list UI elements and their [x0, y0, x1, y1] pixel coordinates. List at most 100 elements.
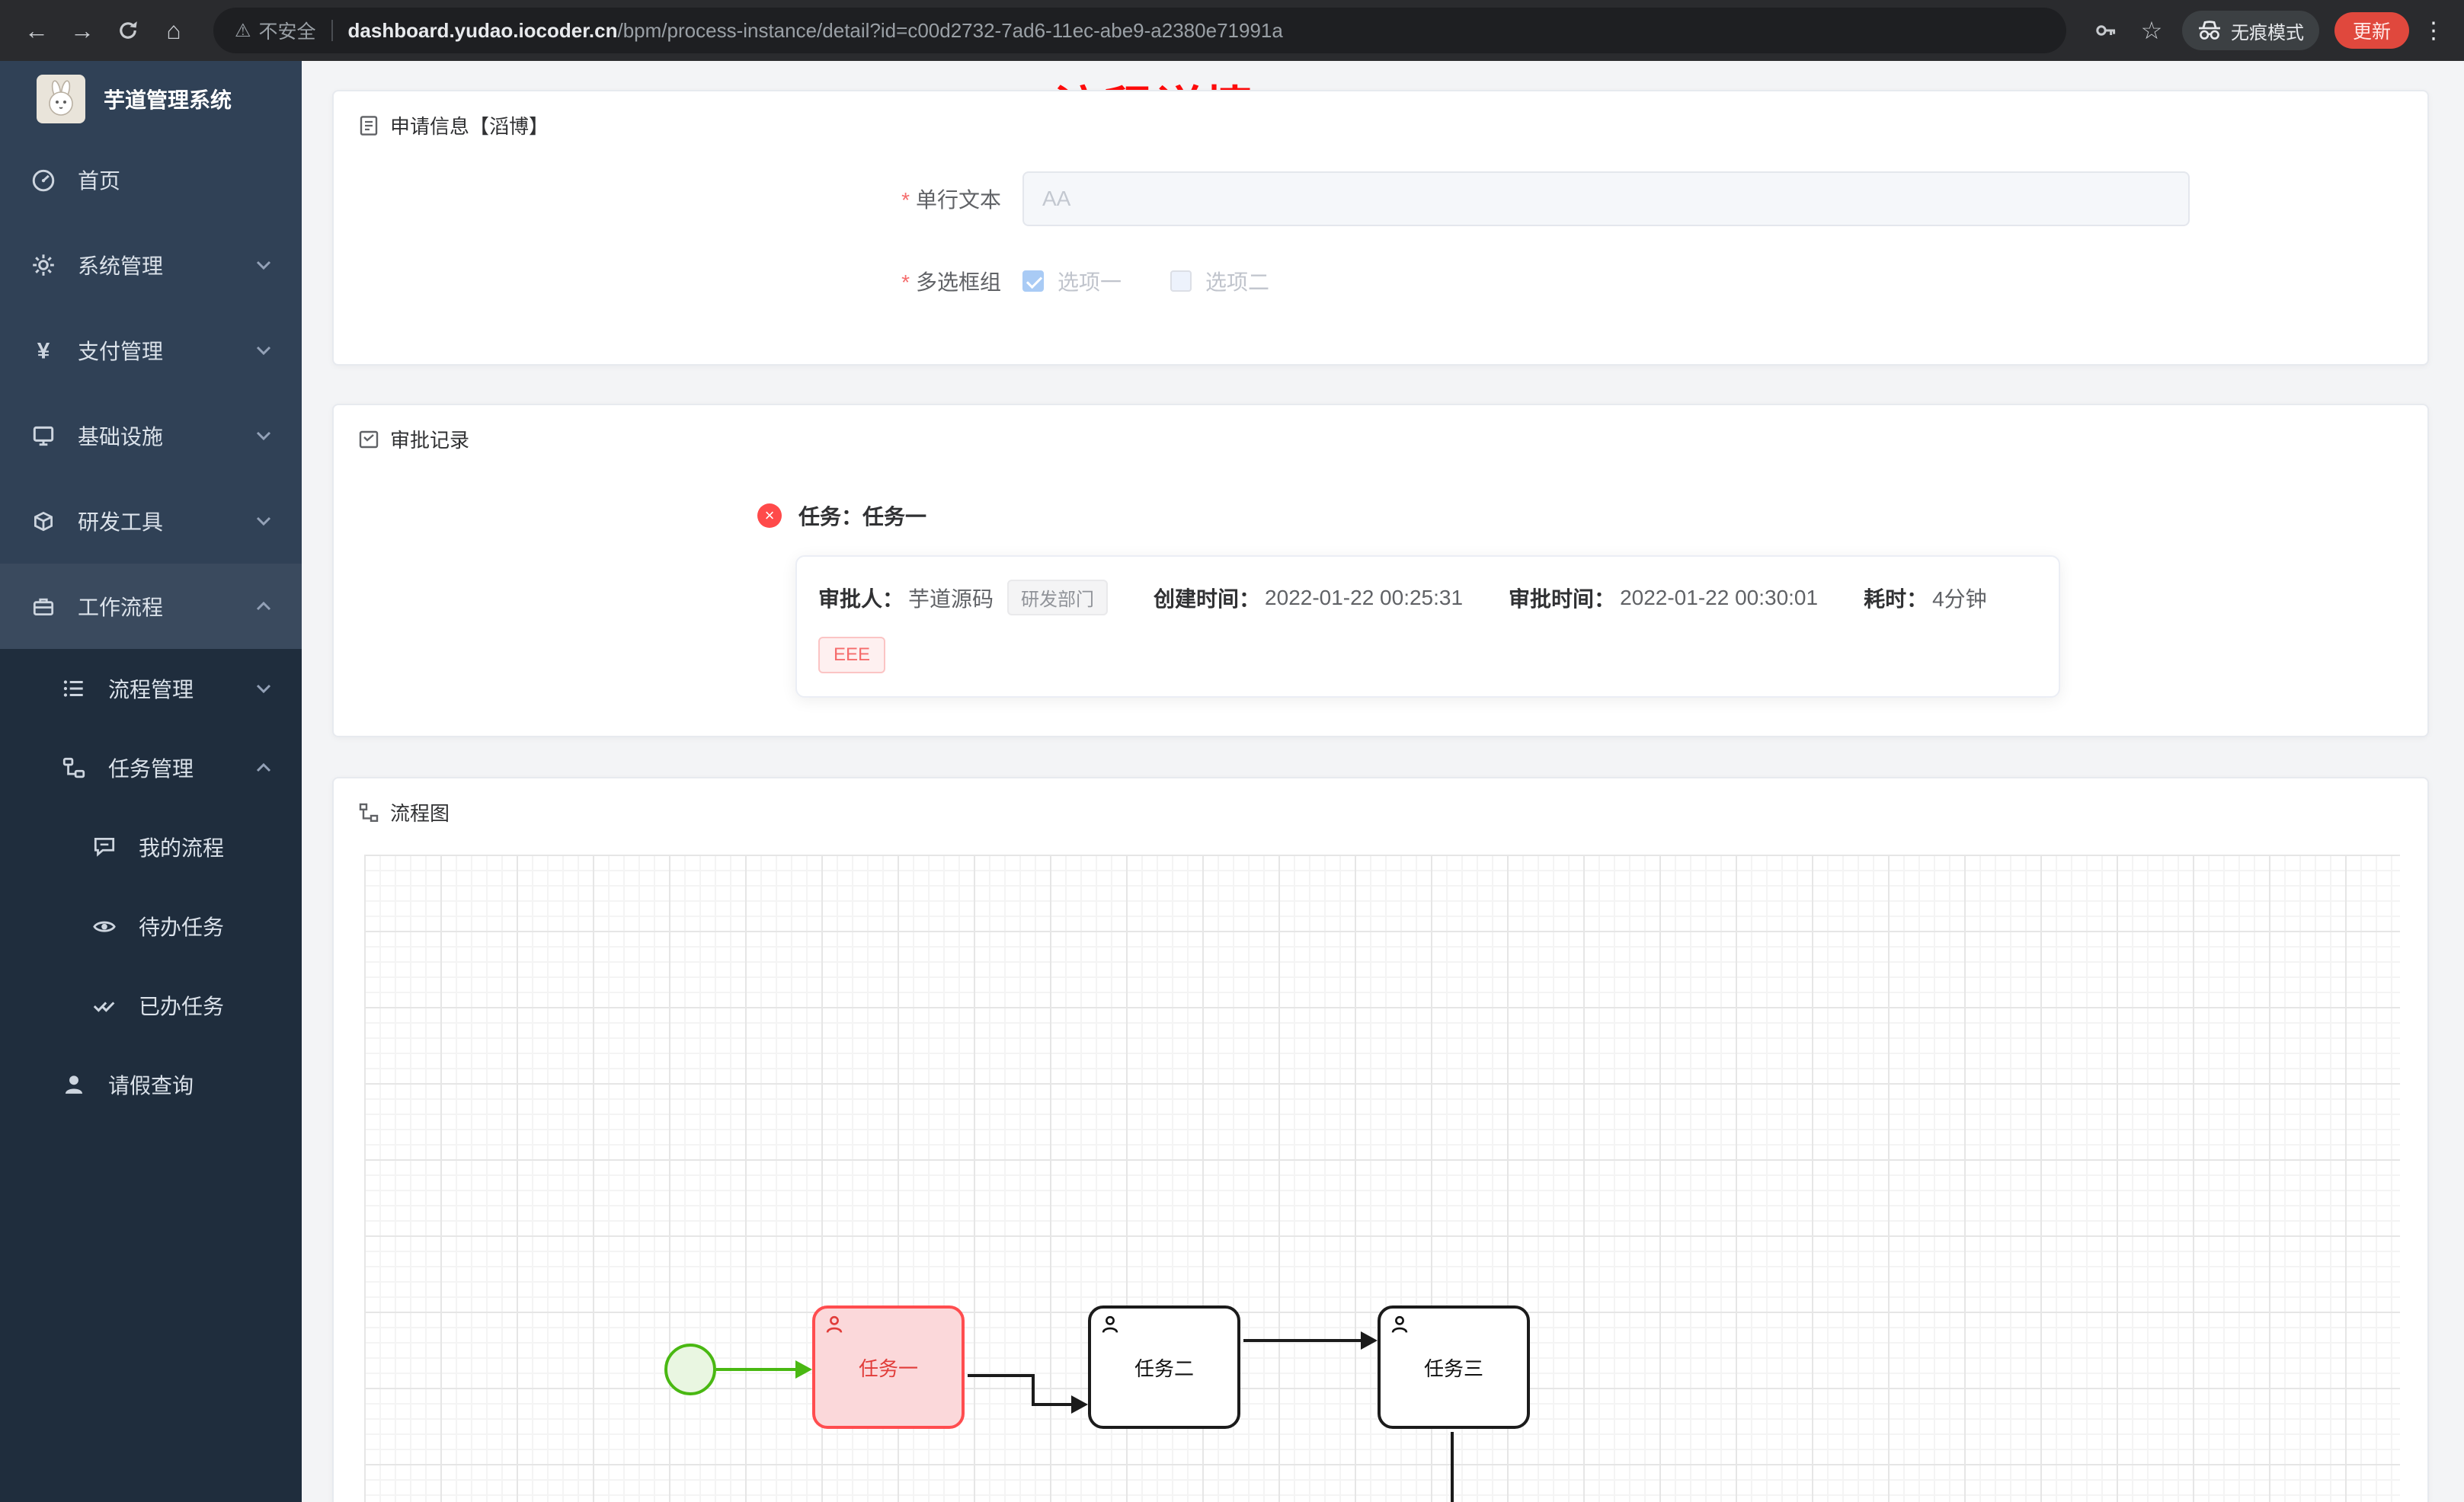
sidebar-item-label: 首页 [78, 169, 121, 193]
approver-label: 审批人： [818, 586, 904, 611]
chevron-up-icon [256, 602, 271, 611]
task-label: 任务二 [1134, 1357, 1194, 1380]
incognito-icon [2198, 21, 2220, 40]
yen-icon: ¥ [30, 337, 56, 363]
approve-time-value: 2022-01-22 00:30:01 [1620, 585, 1819, 609]
forward-button[interactable]: → [70, 16, 94, 44]
bookmark-star-icon[interactable]: ☆ [2140, 17, 2163, 44]
task-tree-icon [61, 755, 87, 781]
chevron-up-icon [256, 763, 271, 772]
approval-records-card: 审批记录 × 任务：任务一 审批人： 芋道源码 研发部门 创建时间： 2022-… [332, 404, 2429, 737]
bpmn-task-one[interactable]: 任务一 [812, 1305, 965, 1429]
user-task-icon [1100, 1315, 1120, 1334]
checkbox-option-one[interactable]: 选项一 [1022, 266, 1122, 296]
single-line-text-input[interactable] [1022, 171, 2190, 226]
security-label: 不安全 [258, 21, 316, 43]
browser-menu-icon[interactable]: ⋮ [2422, 18, 2445, 43]
user-icon [61, 1072, 87, 1098]
reload-button[interactable] [107, 9, 149, 52]
reload-icon [120, 21, 137, 39]
logo-rabbit-icon [37, 75, 85, 123]
sidebar-item-leave-query[interactable]: 请假查询 [0, 1045, 302, 1124]
chevron-down-icon [256, 684, 271, 693]
checkbox-checked-icon[interactable] [1022, 270, 1044, 292]
sidebar-submenu: 流程管理 任务管理 我的流程 待办任务 [0, 649, 302, 1502]
sidebar-item-home[interactable]: 首页 [0, 137, 302, 222]
sidebar-item-infrastructure[interactable]: 基础设施 [0, 393, 302, 478]
create-time-label: 创建时间： [1154, 586, 1261, 611]
bpmn-task-two[interactable]: 任务二 [1088, 1305, 1240, 1429]
task-label: 任务一 [858, 1357, 918, 1380]
user-task-icon [824, 1315, 844, 1334]
svg-text:¥: ¥ [37, 339, 50, 363]
checkbox-label: 选项二 [1205, 270, 1270, 294]
checkbox-option-two[interactable]: 选项二 [1170, 266, 1269, 296]
sidebar-item-system[interactable]: 系统管理 [0, 222, 302, 308]
chevron-down-icon [256, 431, 271, 440]
chevron-down-icon [256, 516, 271, 526]
sidebar-item-task-management[interactable]: 任务管理 [0, 728, 302, 807]
duration-group: 耗时： 4分钟 [1864, 583, 1987, 613]
sidebar-item-label: 研发工具 [78, 510, 164, 534]
app-title: 芋道管理系统 [104, 88, 232, 112]
url-path: /bpm/process-instance/detail?id=c00d2732… [617, 18, 1283, 42]
sidebar-item-label: 我的流程 [139, 836, 225, 860]
sidebar-item-done-tasks[interactable]: 已办任务 [0, 966, 302, 1045]
department-tag: 研发部门 [1007, 580, 1109, 615]
approver-name: 芋道源码 [908, 586, 994, 611]
record-icon [358, 429, 379, 450]
apply-info-card-header: 申请信息【滔博】 [334, 91, 2427, 153]
chevron-down-icon [256, 346, 271, 355]
create-time-value: 2022-01-22 00:25:31 [1265, 585, 1464, 609]
my-process-icon [91, 834, 117, 860]
sidebar-item-devtools[interactable]: 研发工具 [0, 478, 302, 564]
user-task-icon [1390, 1315, 1410, 1334]
address-bar[interactable]: ⚠ 不安全 dashboard.yudao.iocoder.cn/bpm/pro… [213, 8, 2066, 53]
sidebar-item-label: 工作流程 [78, 596, 164, 619]
bpmn-canvas[interactable]: 任务一 任务二 任务三 [364, 855, 2400, 1502]
approval-comment-tag: EEE [818, 637, 886, 673]
approve-time-group: 审批时间： 2022-01-22 00:30:01 [1509, 583, 1818, 613]
form-row-checkbox-group: *多选框组 选项一 选项二 [334, 266, 2427, 296]
app-logo[interactable]: 芋道管理系统 [0, 61, 302, 137]
duration-value: 4分钟 [1932, 586, 1987, 611]
sidebar-item-process-management[interactable]: 流程管理 [0, 649, 302, 728]
sidebar-item-label: 请假查询 [108, 1074, 194, 1098]
incognito-label: 无痕模式 [2230, 22, 2304, 43]
task-title: 任务：任务一 [798, 505, 927, 529]
process-diagram-card-title: 流程图 [390, 802, 450, 825]
approval-records-card-title: 审批记录 [390, 429, 470, 452]
checkbox-unchecked-icon[interactable] [1170, 270, 1192, 292]
password-key-icon[interactable] [2085, 9, 2127, 52]
incognito-badge: 无痕模式 [2181, 11, 2319, 50]
create-time-group: 创建时间： 2022-01-22 00:25:31 [1154, 583, 1463, 613]
dashboard-icon [30, 167, 56, 193]
sidebar-item-todo-tasks[interactable]: 待办任务 [0, 887, 302, 966]
start-event[interactable] [664, 1344, 716, 1395]
sidebar-item-label: 支付管理 [78, 340, 164, 363]
gear-icon [30, 252, 56, 278]
sidebar-item-payment[interactable]: ¥ 支付管理 [0, 308, 302, 393]
diagram-icon [358, 802, 379, 823]
bpmn-task-three[interactable]: 任务三 [1378, 1305, 1530, 1429]
sidebar-item-label: 系统管理 [78, 254, 164, 278]
browser-update-button[interactable]: 更新 [2334, 12, 2409, 49]
field-label: *多选框组 [901, 270, 1001, 294]
process-diagram-card-header: 流程图 [334, 778, 2427, 840]
apply-info-card-title: 申请信息【滔博】 [390, 115, 549, 138]
bpmn-connectors [664, 1331, 1454, 1502]
workflow-icon [30, 593, 56, 619]
home-button[interactable]: ⌂ [166, 16, 181, 44]
timeline-item: × 任务：任务一 [757, 500, 2427, 531]
sidebar-item-my-process[interactable]: 我的流程 [0, 807, 302, 887]
form-row-text: *单行文本 [334, 171, 2427, 226]
approval-detail-box: 审批人： 芋道源码 研发部门 创建时间： 2022-01-22 00:25:31… [795, 555, 2060, 698]
url-host: dashboard.yudao.iocoder.cn [347, 18, 618, 42]
chevron-down-icon [256, 260, 271, 270]
back-button[interactable]: ← [24, 16, 49, 44]
eye-icon [91, 913, 117, 939]
sidebar-item-workflow[interactable]: 工作流程 [0, 564, 302, 649]
process-diagram-card: 流程图 [332, 777, 2429, 1502]
rejected-status-icon: × [757, 503, 782, 528]
